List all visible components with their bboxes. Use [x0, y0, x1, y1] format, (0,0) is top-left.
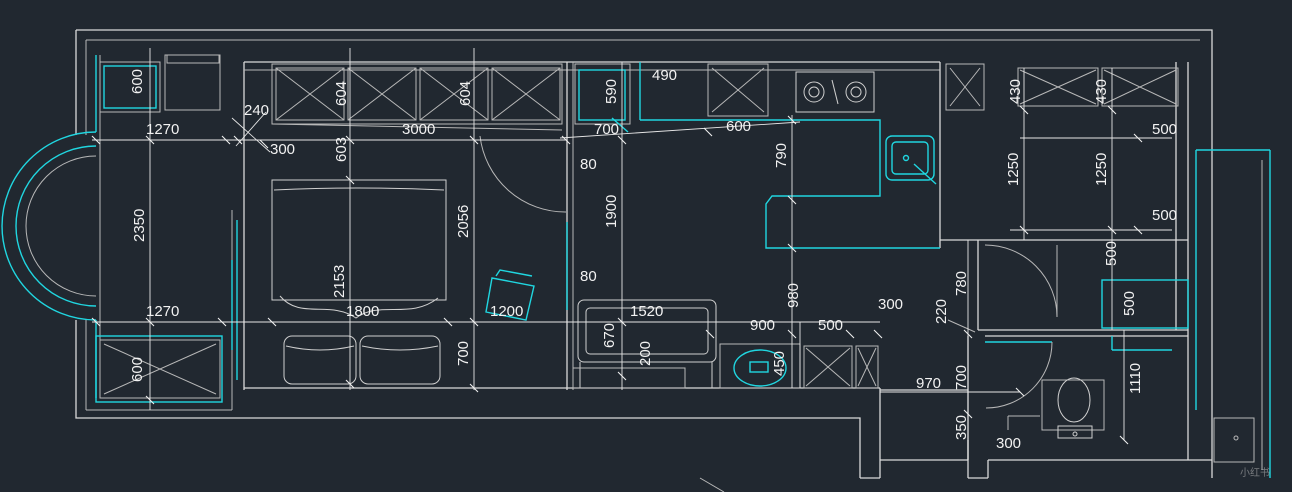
- dim-label: 604: [333, 81, 350, 106]
- dim-label: 1270: [146, 303, 179, 320]
- dim-label: 2153: [331, 265, 348, 298]
- balcony: [1195, 149, 1271, 478]
- dim-label: 500: [818, 317, 843, 334]
- dim-label: 600: [129, 357, 146, 382]
- dim-label: 1270: [146, 121, 179, 138]
- dim-label: 1900: [603, 195, 620, 228]
- dim-label: 670: [601, 323, 618, 348]
- dim-label: 970: [916, 375, 941, 392]
- dim-label: 500: [1103, 241, 1120, 266]
- dim-label: 430: [1093, 79, 1110, 104]
- dim-label: 1520: [630, 303, 663, 320]
- dim-label: 240: [244, 102, 269, 119]
- dim-label: 2350: [131, 209, 148, 242]
- dim-label: 80: [580, 268, 597, 285]
- bathroom: [1007, 279, 1189, 439]
- bay-window: [1, 55, 101, 398]
- dim-label: 3000: [402, 121, 435, 138]
- chair: [485, 269, 535, 321]
- dim-label: 1250: [1093, 153, 1110, 186]
- dim-label: 220: [933, 299, 950, 324]
- sofa: [572, 299, 717, 389]
- dim-label: 80: [580, 156, 597, 173]
- dim-label: 1250: [1005, 153, 1022, 186]
- dim-label: 1800: [346, 303, 379, 320]
- dim-label: 900: [750, 317, 775, 334]
- dim-label: 200: [637, 341, 654, 366]
- dim-label: 430: [1007, 79, 1024, 104]
- dim-label: 500: [1152, 207, 1177, 224]
- cabinets: [95, 54, 1179, 403]
- dim-label: 700: [455, 341, 472, 366]
- dim-label: 300: [996, 435, 1021, 452]
- dimension-lines: [91, 48, 1172, 460]
- dim-label: 600: [726, 118, 751, 135]
- doors: [479, 135, 1058, 409]
- dim-label: 603: [333, 137, 350, 162]
- dimension-labels: 600 1270 240 300 604 604 3000 603 590 49…: [129, 67, 1177, 452]
- dim-label: 600: [129, 69, 146, 94]
- dim-label: 350: [953, 415, 970, 440]
- dim-label: 300: [270, 141, 295, 158]
- kitchen-counter: [639, 62, 940, 249]
- interior-walls: [231, 61, 1189, 460]
- dim-label: 790: [773, 143, 790, 168]
- bed: [271, 179, 447, 385]
- dim-label: 500: [1152, 121, 1177, 138]
- dim-label: 590: [603, 79, 620, 104]
- watermark: 小红书: [1240, 466, 1270, 479]
- dim-label: 1200: [490, 303, 523, 320]
- dim-label: 300: [878, 296, 903, 313]
- dim-label: 450: [771, 351, 788, 376]
- dim-label: 1110: [1127, 363, 1144, 394]
- dim-label: 490: [652, 67, 677, 84]
- dim-label: 604: [457, 81, 474, 106]
- dim-label: 980: [785, 283, 802, 308]
- dim-label: 2056: [455, 205, 472, 238]
- dim-label: 500: [1121, 291, 1138, 316]
- washbasin: [719, 343, 801, 389]
- dim-label: 700: [594, 121, 619, 138]
- dim-label: 700: [953, 365, 970, 390]
- dim-label: 780: [953, 271, 970, 296]
